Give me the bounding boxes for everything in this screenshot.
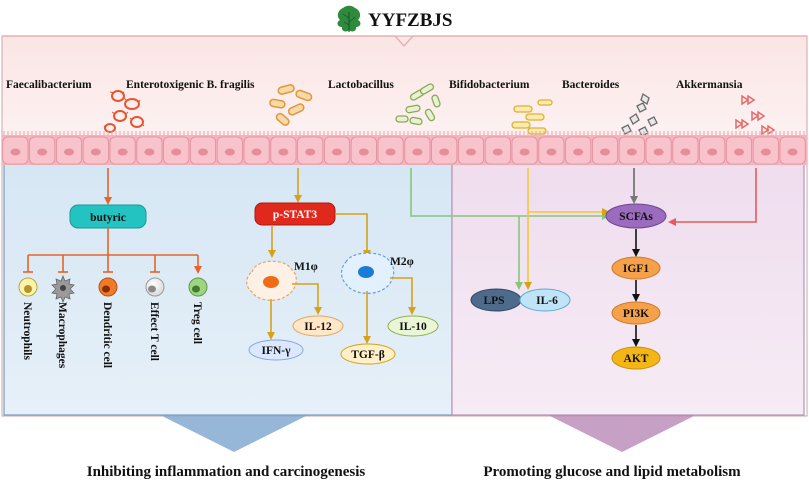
immune-cell-label: Effect T cell	[148, 302, 160, 361]
epithelial-nucleus	[466, 148, 476, 156]
pstat3-label: p-STAT3	[273, 209, 318, 221]
tgf-beta-label: TGF-β	[351, 349, 385, 361]
epithelial-nucleus	[117, 148, 128, 156]
left-outcome-arrow	[160, 415, 308, 452]
epithelial-nucleus	[198, 148, 208, 156]
epithelial-nucleus	[707, 148, 718, 156]
epithelial-nucleus	[10, 148, 21, 156]
scfas-label: SCFAs	[619, 211, 653, 223]
tgf-beta-node	[340, 343, 396, 365]
bacteria-label: Bacteroides	[562, 79, 620, 91]
epithelial-nucleus	[412, 148, 423, 156]
scfas-node	[605, 203, 667, 229]
faecalibacterium-icon	[103, 90, 145, 133]
epithelial-nucleus	[305, 148, 316, 156]
bacteria-label: Akkermansia	[676, 79, 743, 91]
m1-macrophage-icon	[246, 260, 297, 301]
immune-cell-label: Macrophages	[56, 302, 68, 369]
igf1-node	[611, 256, 661, 280]
neutrophil-cell-icon	[18, 277, 38, 297]
lactobacillus-icon	[395, 83, 441, 126]
bacteria-label: Faecalibacterium	[6, 79, 92, 91]
pstat3-branch: p-STAT3	[254, 168, 371, 258]
epithelial-nucleus	[546, 148, 557, 156]
epithelial-nucleus	[626, 148, 637, 156]
akkermansia-icon	[735, 94, 776, 136]
immune-cell-label: Treg cell	[191, 302, 203, 344]
igf1-label: IGF1	[623, 263, 649, 275]
microvilli	[3, 131, 805, 135]
epithelial-nucleus	[600, 148, 610, 156]
epithelial-nucleus	[251, 148, 262, 156]
epithelial-nucleus	[760, 148, 771, 156]
treg-cell-icon	[188, 277, 208, 297]
m1-label: M1φ	[294, 261, 318, 273]
right-connectors	[410, 168, 757, 290]
butyric-branch: butyric	[23, 168, 202, 274]
bacteria-label: Bifidobacterium	[449, 79, 530, 91]
bacteria-label: Lactobacillus	[328, 79, 394, 91]
right-outcome-caption: Promoting glucose and lipid metabolism	[483, 464, 741, 480]
epithelial-nucleus	[439, 148, 450, 156]
left-outcome-caption: Inhibiting inflammation and carcinogenes…	[87, 464, 366, 480]
bacteria-labels: Faecalibacterium Enterotoxigenic B. fragi…	[6, 79, 743, 91]
il-10-node	[387, 315, 439, 337]
right-panel	[451, 149, 805, 416]
immune-cell-label: Neutrophils	[21, 302, 33, 360]
pi3k-node	[611, 301, 661, 325]
epithelial-nucleus	[492, 148, 503, 156]
epithelial-nucleus	[358, 148, 369, 156]
epithelial-nucleus	[37, 148, 48, 156]
bifidobacterium-icon	[511, 99, 553, 135]
leaf-icon	[337, 5, 361, 32]
epithelial-nucleus	[787, 148, 798, 156]
butyric-label: butyric	[90, 212, 126, 224]
epithelial-nucleus	[171, 148, 182, 156]
il-6-label: IL-6	[536, 295, 558, 307]
lps-label: LPS	[483, 295, 504, 307]
epithelial-nucleus	[278, 148, 289, 156]
bacteroides-icon	[621, 92, 658, 137]
effect-t-cell-icon	[145, 277, 165, 297]
epithelial-nucleus	[680, 148, 691, 156]
epithelial-nucleus	[734, 148, 744, 156]
bacteria-label: Enterotoxigenic B. fragilis	[126, 79, 255, 91]
epithelial-nucleus	[144, 148, 155, 156]
epithelial-nucleus	[224, 148, 235, 156]
epithelial-nucleus	[519, 148, 530, 156]
ifn-gamma-node	[248, 339, 304, 361]
il-10-label: IL-10	[399, 321, 427, 333]
akt-label: AKT	[624, 353, 649, 365]
b-fragilis-icon	[269, 84, 313, 126]
m2-label: M2φ	[390, 256, 414, 268]
intestinal-epithelium	[2, 131, 807, 165]
il-12-label: IL-12	[304, 321, 332, 333]
right-outcome-arrow	[548, 415, 696, 452]
epithelial-nucleus	[573, 148, 584, 156]
pi3k-label: PI3K	[623, 308, 649, 320]
immune-cell-labels: Neutrophils Macrophages Dendritic cell Effe…	[21, 302, 203, 369]
title: YYFZBJS	[368, 10, 452, 31]
il-12-node	[292, 315, 344, 337]
diagram-border	[1, 35, 808, 417]
title-pointer	[2, 35, 807, 48]
il-6-node	[519, 288, 571, 312]
macrophage-cell-icon	[51, 274, 75, 304]
immune-cell-label: Dendritic cell	[101, 302, 113, 368]
epithelial-nucleus	[332, 148, 342, 156]
akt-node	[611, 346, 661, 370]
epithelial-nucleus	[64, 148, 74, 156]
dendritic-cell-icon	[98, 277, 118, 297]
epithelial-nucleus	[90, 148, 101, 156]
epithelial-nucleus	[653, 148, 664, 156]
ifn-gamma-label: IFN-γ	[261, 345, 291, 357]
m2-macrophage-icon	[340, 252, 395, 294]
epithelial-nucleus	[385, 148, 396, 156]
